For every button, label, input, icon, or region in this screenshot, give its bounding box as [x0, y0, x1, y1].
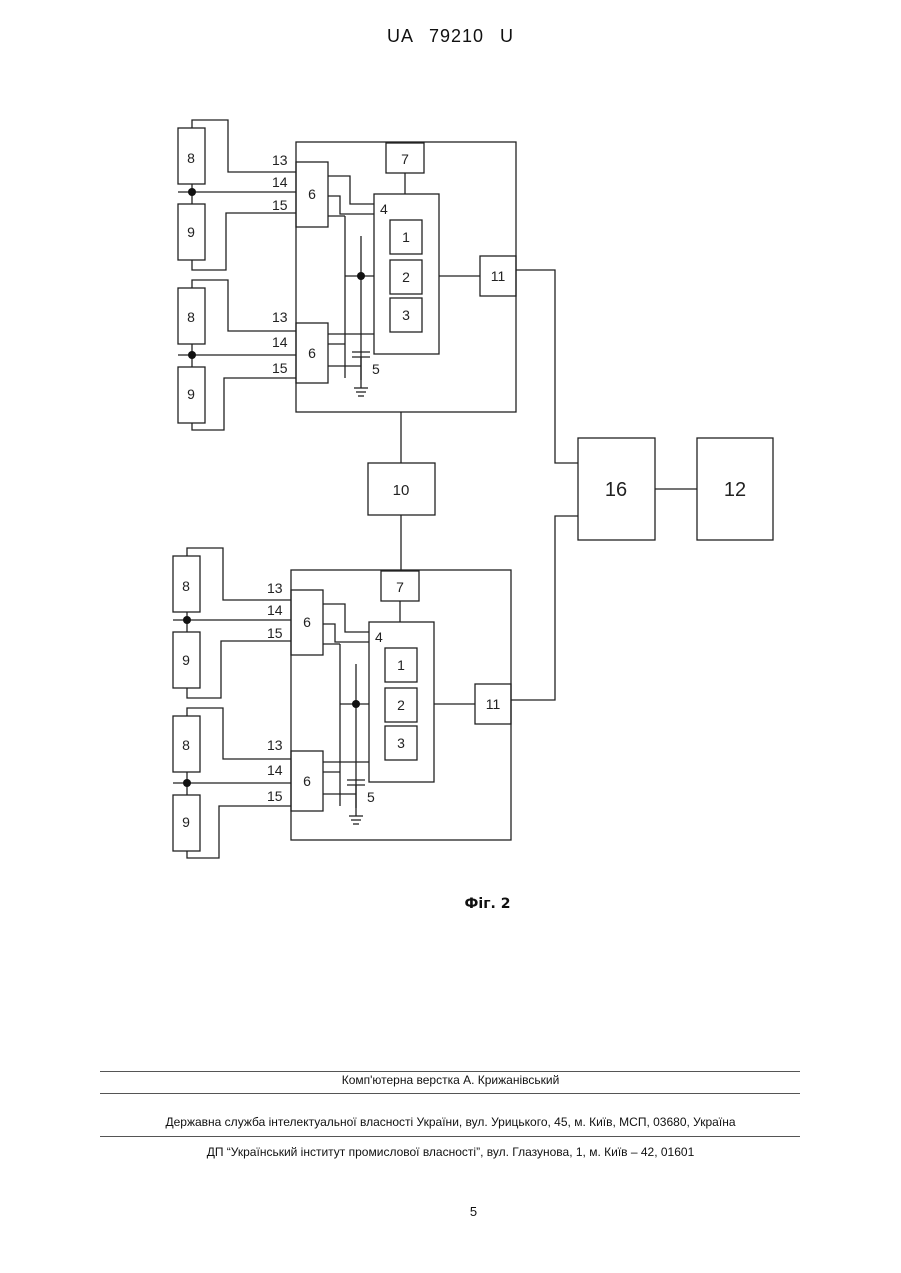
terminal-15-label: 15	[267, 788, 283, 804]
block-4-label: 4	[380, 201, 388, 217]
sensor-8-label: 8	[187, 150, 195, 166]
terminal-15-label: 15	[267, 625, 283, 641]
lower-module: 8 9 8 9 13 14 15 13 14 15 6 6 7 4 1 2 3 …	[173, 548, 511, 858]
junction-dot	[183, 779, 191, 787]
terminal-13-label: 13	[272, 152, 288, 168]
terminal-14-label: 14	[267, 602, 283, 618]
block-10-label: 10	[393, 482, 410, 499]
institute-address: ДП “Український інститут промислової вла…	[0, 1145, 901, 1159]
sensor-9-label: 9	[187, 224, 195, 240]
terminal-14-label: 14	[272, 174, 288, 190]
unit-6-label: 6	[303, 614, 311, 630]
capacitor-5-label: 5	[372, 361, 380, 377]
terminal-13-label: 13	[272, 309, 288, 325]
sensor-8-label: 8	[182, 737, 190, 753]
divider	[100, 1093, 800, 1094]
page-number: 5	[0, 1204, 901, 1219]
layout-credit: Комп'ютерна верстка А. Крижанівський	[0, 1073, 901, 1087]
sensor-8-label: 8	[187, 309, 195, 325]
block-7-label: 7	[396, 579, 404, 595]
divider	[100, 1071, 800, 1072]
junction-dot	[188, 351, 196, 359]
block-1-label: 1	[397, 657, 405, 673]
block-1-label: 1	[402, 229, 410, 245]
divider	[100, 1136, 800, 1137]
terminal-14-label: 14	[267, 762, 283, 778]
shared-blocks	[368, 270, 773, 700]
block-7-label: 7	[401, 151, 409, 167]
unit-6-label: 6	[308, 345, 316, 361]
sensor-9-label: 9	[182, 814, 190, 830]
capacitor-5-label: 5	[367, 789, 375, 805]
junction-dot	[352, 700, 360, 708]
sensor-8-label: 8	[182, 578, 190, 594]
junction-dot	[188, 188, 196, 196]
junction-dot	[183, 616, 191, 624]
block-12-label: 12	[724, 479, 746, 501]
agency-address: Державна служба інтелектуальної власност…	[0, 1115, 901, 1129]
sensor-9-label: 9	[187, 386, 195, 402]
block-11-label: 11	[486, 696, 501, 712]
unit-6-label: 6	[308, 186, 316, 202]
block-16-label: 16	[605, 479, 627, 501]
terminal-13-label: 13	[267, 580, 283, 596]
block-3-label: 3	[402, 307, 410, 323]
block-2-label: 2	[397, 697, 405, 713]
terminal-15-label: 15	[272, 197, 288, 213]
terminal-15-label: 15	[272, 360, 288, 376]
block-4-label: 4	[375, 629, 383, 645]
block-3-label: 3	[397, 735, 405, 751]
block-2-label: 2	[402, 269, 410, 285]
block-diagram: 8 9 8 9 13 14 15 13 14 15 6 6 7 4 1 2 3 …	[0, 0, 901, 880]
upper-module: 8 9 8 9 13 14 15 13 14 15 6 6 7 4 1 2 3 …	[178, 120, 516, 430]
unit-6-label: 6	[303, 773, 311, 789]
terminal-14-label: 14	[272, 334, 288, 350]
block-11-label: 11	[491, 268, 506, 284]
figure-caption: Фіг. 2	[0, 896, 901, 912]
sensor-9-label: 9	[182, 652, 190, 668]
terminal-13-label: 13	[267, 737, 283, 753]
junction-dot	[357, 272, 365, 280]
